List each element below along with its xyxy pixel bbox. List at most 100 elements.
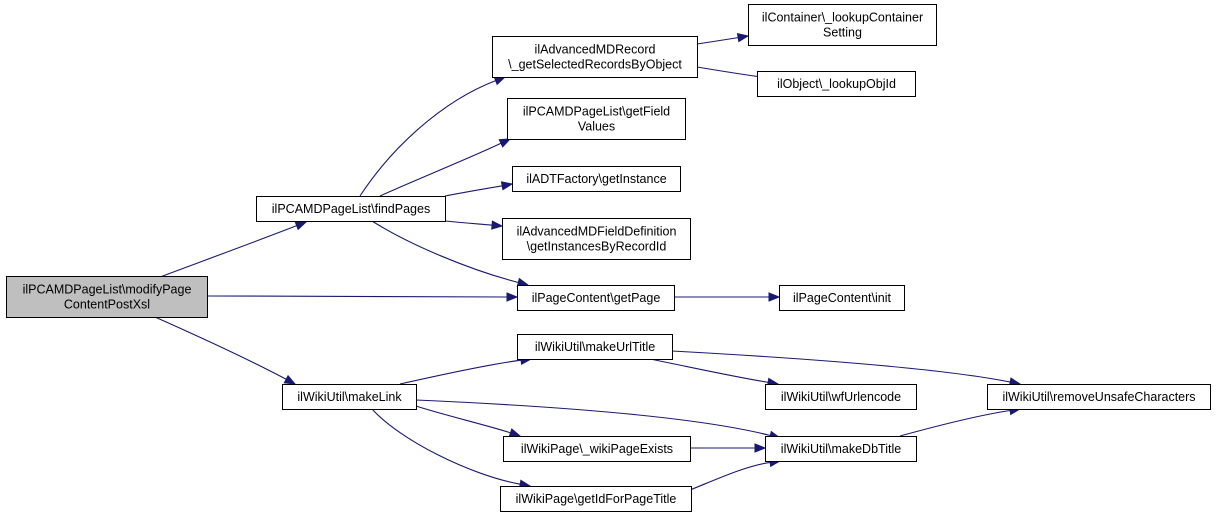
edge-line: [371, 408, 521, 485]
arrowhead: [768, 292, 781, 302]
node-getselected[interactable]: ilAdvancedMDRecord\_getSelectedRecordsBy…: [492, 36, 698, 78]
arrowhead: [736, 33, 750, 43]
node-label-line: ilWikiUtil\makeDbTitle: [781, 442, 901, 456]
edge-line: [359, 80, 496, 197]
edge-line: [415, 405, 511, 434]
edge-line: [696, 66, 759, 78]
node-label-line: ilPCAMDPageList\modifyPage: [23, 283, 192, 297]
arrowhead: [754, 443, 767, 453]
node-wfurlencode[interactable]: ilWikiUtil\wfUrlencode: [765, 384, 917, 410]
node-removeunsafe[interactable]: ilWikiUtil\removeUnsafeCharacters: [987, 384, 1211, 410]
node-box: [282, 384, 417, 410]
arrowhead: [508, 428, 522, 438]
edge-line: [671, 350, 1011, 383]
node-label-line: Setting: [823, 26, 862, 40]
node-box: [500, 486, 692, 512]
node-box: [512, 166, 681, 192]
edge-makelink-to-makedbtitle: [415, 399, 782, 440]
node-label-line: ilObject\_lookupObjId: [777, 77, 896, 91]
edge-line: [696, 37, 739, 45]
node-wikipageexists[interactable]: ilWikiPage\_wikiPageExists: [503, 436, 691, 462]
node-box: [492, 36, 698, 78]
edge-makeurltitle-to-wfurlencode: [649, 358, 780, 387]
arrowhead: [283, 374, 297, 385]
edge-makelink-to-wikipageexists: [415, 405, 522, 438]
node-box: [765, 436, 917, 462]
node-box: [748, 4, 937, 46]
node-label-line: ilContainer\_lookupContainer: [762, 11, 923, 25]
node-label-line: ilPageContent\getPage: [532, 291, 661, 305]
node-label-line: ilWikiUtil\makeUrlTitle: [535, 340, 655, 354]
node-label-line: ilPCAMDPageList\findPages: [272, 202, 430, 216]
node-label-line: ContentPostXsl: [64, 298, 150, 312]
node-label-line: ilPageContent\init: [793, 291, 892, 305]
edge-line: [689, 461, 771, 491]
edge-line: [444, 185, 503, 197]
node-box: [779, 285, 905, 311]
node-makeurltitle[interactable]: ilWikiUtil\makeUrlTitle: [517, 334, 673, 360]
edge-findpages-to-getselected: [359, 76, 507, 197]
node-adtgetinstance[interactable]: ilADTFactory\getInstance: [512, 166, 681, 192]
node-getidforpagetitle[interactable]: ilWikiPage\getIdForPageTitle: [500, 486, 692, 512]
node-label-line: ilADTFactory\getInstance: [526, 172, 666, 186]
edge-root-to-findpages: [159, 221, 308, 278]
edge-line: [379, 142, 502, 197]
nodes-layer: ilPCAMDPageList\modifyPageContentPostXsl…: [6, 4, 1211, 512]
node-box: [765, 384, 917, 410]
arrowhead: [491, 220, 504, 230]
node-makelink[interactable]: ilWikiUtil\makeLink: [282, 384, 417, 410]
arrowhead: [500, 181, 514, 191]
edge-findpages-to-adtgetinstance: [444, 181, 514, 197]
node-box: [256, 196, 446, 222]
node-lookupobjid[interactable]: ilObject\_lookupObjId: [757, 71, 916, 97]
node-label-line: Values: [578, 120, 615, 134]
node-label-line: ilWikiPage\getIdForPageTitle: [516, 492, 677, 506]
edge-line: [206, 295, 508, 298]
node-label-line: ilAdvancedMDFieldDefinition: [517, 225, 677, 239]
edge-makedbtitle-to-removeunsafe: [899, 405, 1022, 437]
edge-line: [649, 358, 769, 383]
node-label-line: ilAdvancedMDRecord: [535, 43, 656, 57]
arrowhead: [506, 292, 519, 302]
edge-makeurltitle-to-removeunsafe: [671, 350, 1022, 387]
node-getpage[interactable]: ilPageContent\getPage: [517, 285, 675, 311]
node-label-line: \getInstancesByRecordId: [527, 240, 667, 254]
node-makedbtitle[interactable]: ilWikiUtil\makeDbTitle: [765, 436, 917, 462]
edge-wikipageexists-to-makedbtitle: [690, 443, 767, 453]
edge-root-to-getpage: [206, 292, 519, 302]
node-box: [6, 276, 208, 318]
edge-findpages-to-getfieldvalues: [379, 138, 512, 197]
edge-root-to-makelink: [154, 316, 297, 385]
arrowhead: [498, 138, 512, 148]
node-label-line: \_getSelectedRecordsByObject: [508, 58, 682, 72]
edge-makelink-to-makeurltitle: [399, 355, 533, 385]
edge-line: [415, 399, 771, 437]
node-pcinit[interactable]: ilPageContent\init: [779, 285, 905, 311]
edge-line: [444, 220, 493, 226]
edge-line: [899, 409, 1011, 437]
edge-getpage-to-pcinit: [674, 292, 781, 302]
edge-line: [399, 359, 522, 385]
edge-line: [154, 316, 287, 380]
node-box: [517, 285, 675, 311]
node-box: [507, 98, 686, 140]
node-box: [503, 436, 691, 462]
edge-getselected-to-lookupcontainer: [696, 33, 750, 45]
edge-line: [159, 225, 297, 278]
node-box: [502, 218, 691, 260]
node-findpages[interactable]: ilPCAMDPageList\findPages: [256, 196, 446, 222]
edge-getidforpagetitle-to-makedbtitle: [689, 457, 782, 491]
node-label-line: ilWikiUtil\makeLink: [297, 390, 402, 404]
node-label-line: ilPCAMDPageList\getField: [523, 105, 670, 119]
node-label-line: ilWikiPage\_wikiPageExists: [521, 442, 673, 456]
node-box: [517, 334, 673, 360]
node-getinstancesbyrecordid[interactable]: ilAdvancedMDFieldDefinition\getInstances…: [502, 218, 691, 260]
node-box: [757, 71, 916, 97]
edge-findpages-to-getinstancesbyrecordid: [444, 220, 504, 230]
node-label-line: ilWikiUtil\wfUrlencode: [781, 390, 901, 404]
arrowhead: [294, 221, 308, 231]
